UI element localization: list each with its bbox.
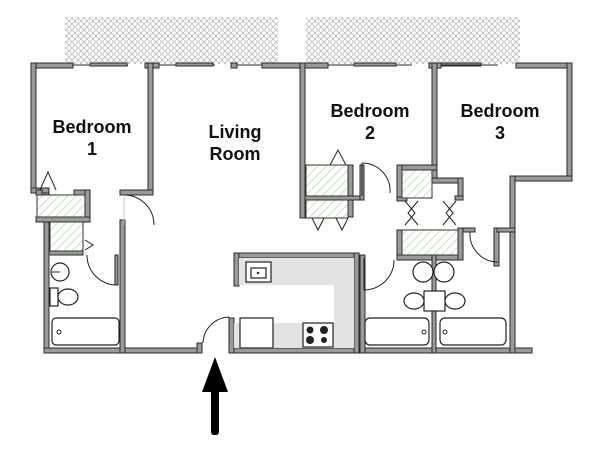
- bathroom-1: [49, 262, 120, 346]
- room-name: Living: [208, 122, 262, 142]
- room-label-bedroom-2: Bedroom 2: [320, 100, 420, 144]
- room-label-living-room: Living Room: [185, 121, 285, 165]
- entrance-arrow-icon: [202, 357, 228, 435]
- room-name: Bedroom: [330, 101, 410, 121]
- stove: [302, 322, 334, 348]
- room-label-bedroom-1: Bedroom 1: [42, 116, 142, 160]
- room-number: 2: [364, 123, 375, 143]
- closets: [36, 164, 459, 256]
- doors: [39, 148, 499, 344]
- room-name-2: Room: [209, 144, 261, 164]
- room-number: 1: [86, 139, 97, 159]
- room-name: Bedroom: [52, 117, 132, 137]
- room-number: 3: [494, 123, 505, 143]
- balcony-left: [65, 17, 278, 64]
- bathroom-2-3: [364, 261, 507, 346]
- balcony-right: [306, 17, 520, 64]
- refrigerator: [239, 317, 274, 349]
- kitchen: [234, 258, 354, 349]
- room-label-bedroom-3: Bedroom 3: [450, 100, 550, 144]
- room-name: Bedroom: [460, 101, 540, 121]
